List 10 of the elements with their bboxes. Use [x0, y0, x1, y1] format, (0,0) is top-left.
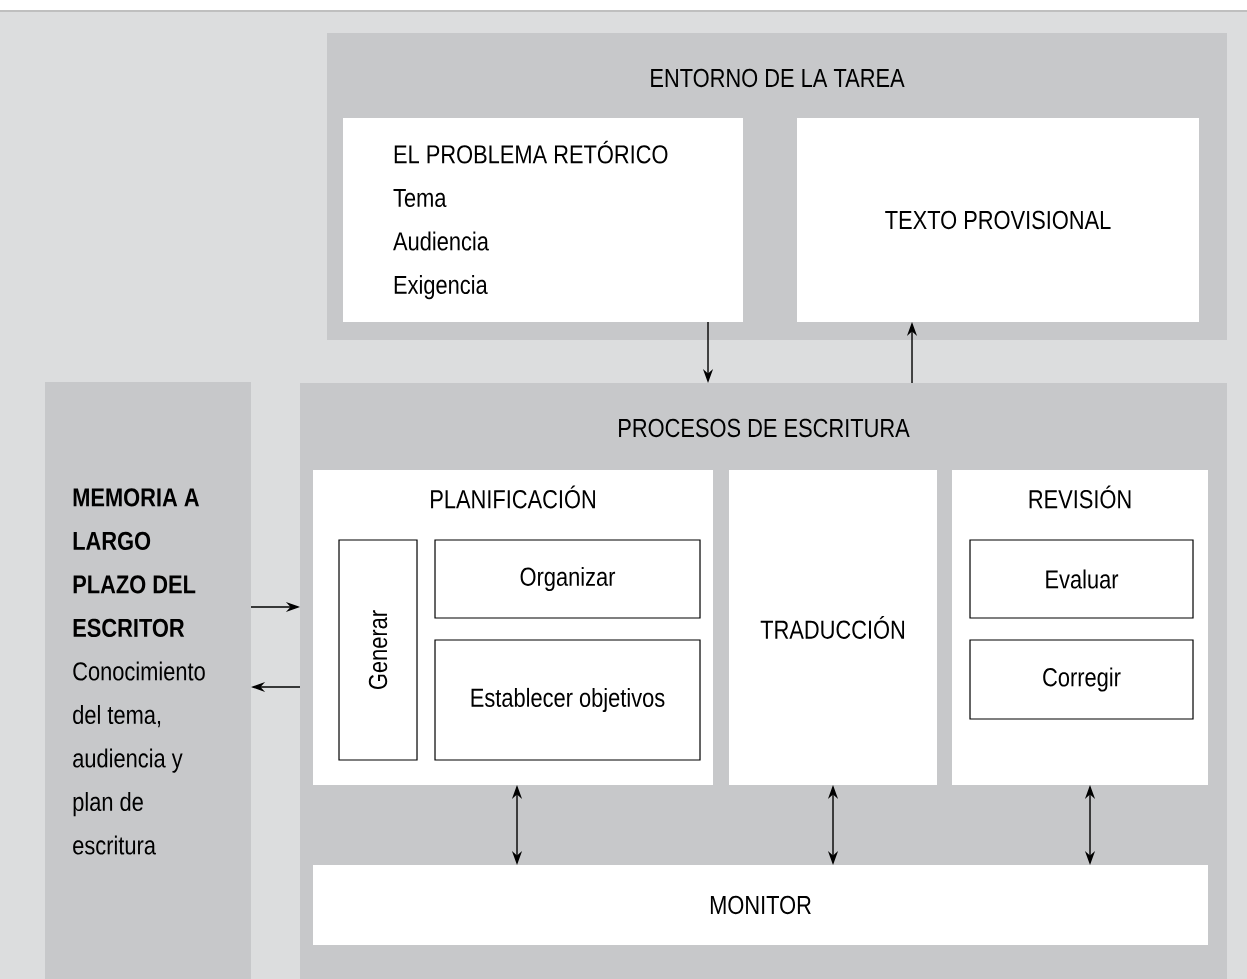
subprocess-box: Corregir — [969, 639, 1194, 720]
memory-panel: MEMORIA A LARGO PLAZO DEL ESCRITOR Conocimiento del tema, audiencia y plan de escritura — [45, 382, 251, 979]
monitor-box: MONITOR — [313, 865, 1208, 945]
subprocess-box: Establecer objetivos — [434, 639, 701, 761]
subprocess-box: Organizar — [434, 539, 701, 619]
process-box: TRADUCCIÓN — [729, 470, 937, 785]
text-box: EL PROBLEMA RETÓRICO Tema Audiencia Exigencia — [343, 118, 743, 322]
subprocess-box: Generar — [338, 539, 418, 761]
subprocess-box: Evaluar — [969, 539, 1194, 619]
text-box: TEXTO PROVISIONAL — [797, 118, 1199, 322]
